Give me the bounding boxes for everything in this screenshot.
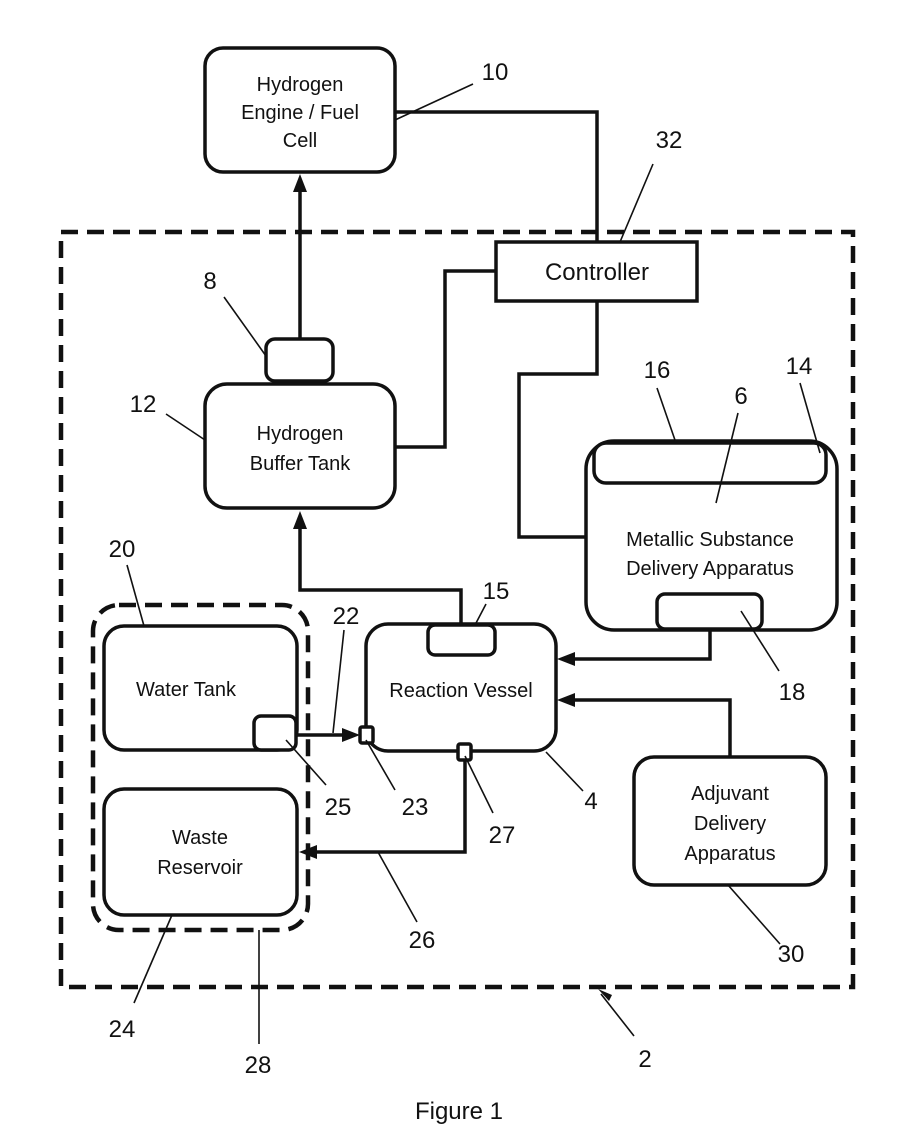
ref-25: 25 xyxy=(325,794,352,821)
engine-label-line3: Cell xyxy=(283,130,317,152)
adjuvant-feed-line xyxy=(573,700,730,757)
ref-4: 4 xyxy=(584,788,597,815)
ref-24: 24 xyxy=(109,1016,136,1043)
buffer-valve xyxy=(266,339,333,381)
ref-27: 27 xyxy=(489,822,516,849)
figure-caption: Figure 1 xyxy=(415,1098,503,1125)
leader-16 xyxy=(657,388,676,443)
ref-12: 12 xyxy=(130,391,157,418)
waste-label-line2: Reservoir xyxy=(157,857,243,879)
vessel-to-buffer-line xyxy=(300,528,461,625)
ref-28: 28 xyxy=(245,1052,272,1079)
controller-box: Controller xyxy=(496,242,697,301)
arrowhead-water-feed xyxy=(342,728,360,742)
ref-22: 22 xyxy=(333,603,360,630)
leader-30 xyxy=(728,885,780,944)
leader-26 xyxy=(378,852,417,922)
ref-26: 26 xyxy=(409,927,436,954)
buffer-tank-label-line2: Buffer Tank xyxy=(250,453,351,475)
leader-10 xyxy=(395,84,473,120)
water-tank-label: Water Tank xyxy=(136,679,237,701)
dispensing-outlet xyxy=(657,594,762,629)
ref-20: 20 xyxy=(109,536,136,563)
adjuvant-delivery-box: AdjuvantDeliveryApparatus xyxy=(634,757,826,885)
ref-16: 16 xyxy=(644,357,671,384)
ref-23: 23 xyxy=(402,794,429,821)
waste-reservoir-box: WasteReservoir xyxy=(104,789,297,915)
engine-label-line2: Engine / Fuel xyxy=(241,102,359,124)
leader-4 xyxy=(546,752,583,791)
ref-18: 18 xyxy=(779,679,806,706)
buffer-tank-box: HydrogenBuffer Tank xyxy=(205,384,395,508)
arrowhead-adjuvant-feed xyxy=(557,693,575,707)
leader-8 xyxy=(224,297,266,356)
adjuvant-label-line1: Adjuvant xyxy=(691,783,769,805)
reaction-vessel-box: Reaction Vessel xyxy=(360,624,556,760)
buffer-tank-label-line1: Hydrogen xyxy=(257,423,344,445)
arrowhead-to-engine xyxy=(293,174,307,192)
ref-30: 30 xyxy=(778,941,805,968)
adjuvant-label-line2: Delivery xyxy=(694,813,766,835)
ref-2: 2 xyxy=(638,1046,651,1073)
ref-15: 15 xyxy=(483,578,510,605)
ref-32: 32 xyxy=(656,127,683,154)
leader-20 xyxy=(127,565,144,626)
ref-8: 8 xyxy=(203,268,216,295)
reaction-vessel-label: Reaction Vessel xyxy=(389,680,532,702)
leader-12 xyxy=(166,414,205,440)
ref-10: 10 xyxy=(482,59,509,86)
ref-6: 6 xyxy=(734,383,747,410)
hopper-lid xyxy=(594,443,826,483)
metallic-label-line2: Delivery Apparatus xyxy=(626,558,794,580)
engine-label-line1: Hydrogen xyxy=(257,74,344,96)
leader-27 xyxy=(465,756,493,813)
engine-controller-signal xyxy=(395,112,597,242)
metallic-label-line1: Metallic Substance xyxy=(626,529,794,551)
waste-outlet-port xyxy=(458,744,471,760)
waste-label-line1: Waste xyxy=(172,827,228,849)
metallic-feed-line xyxy=(573,629,710,659)
arrowhead-to-buffer xyxy=(293,511,307,529)
leader-2 xyxy=(601,994,634,1036)
arrowhead-metallic-feed xyxy=(557,652,575,666)
leader-22 xyxy=(333,630,344,733)
leader-15 xyxy=(475,604,486,625)
controller-buffer-signal xyxy=(395,271,496,447)
ref-14: 14 xyxy=(786,353,813,380)
adjuvant-label-line3: Apparatus xyxy=(684,843,775,865)
controller-label: Controller xyxy=(545,259,649,286)
metallic-delivery-box: Metallic SubstanceDelivery Apparatus xyxy=(586,441,837,630)
engine-fuel-cell-box: HydrogenEngine / FuelCell xyxy=(205,48,395,172)
svg-text:AdjuvantDeliveryApparatus: AdjuvantDeliveryApparatus xyxy=(684,783,775,865)
gas-outlet xyxy=(428,625,495,655)
water-tank-box: Water Tank xyxy=(104,626,297,750)
